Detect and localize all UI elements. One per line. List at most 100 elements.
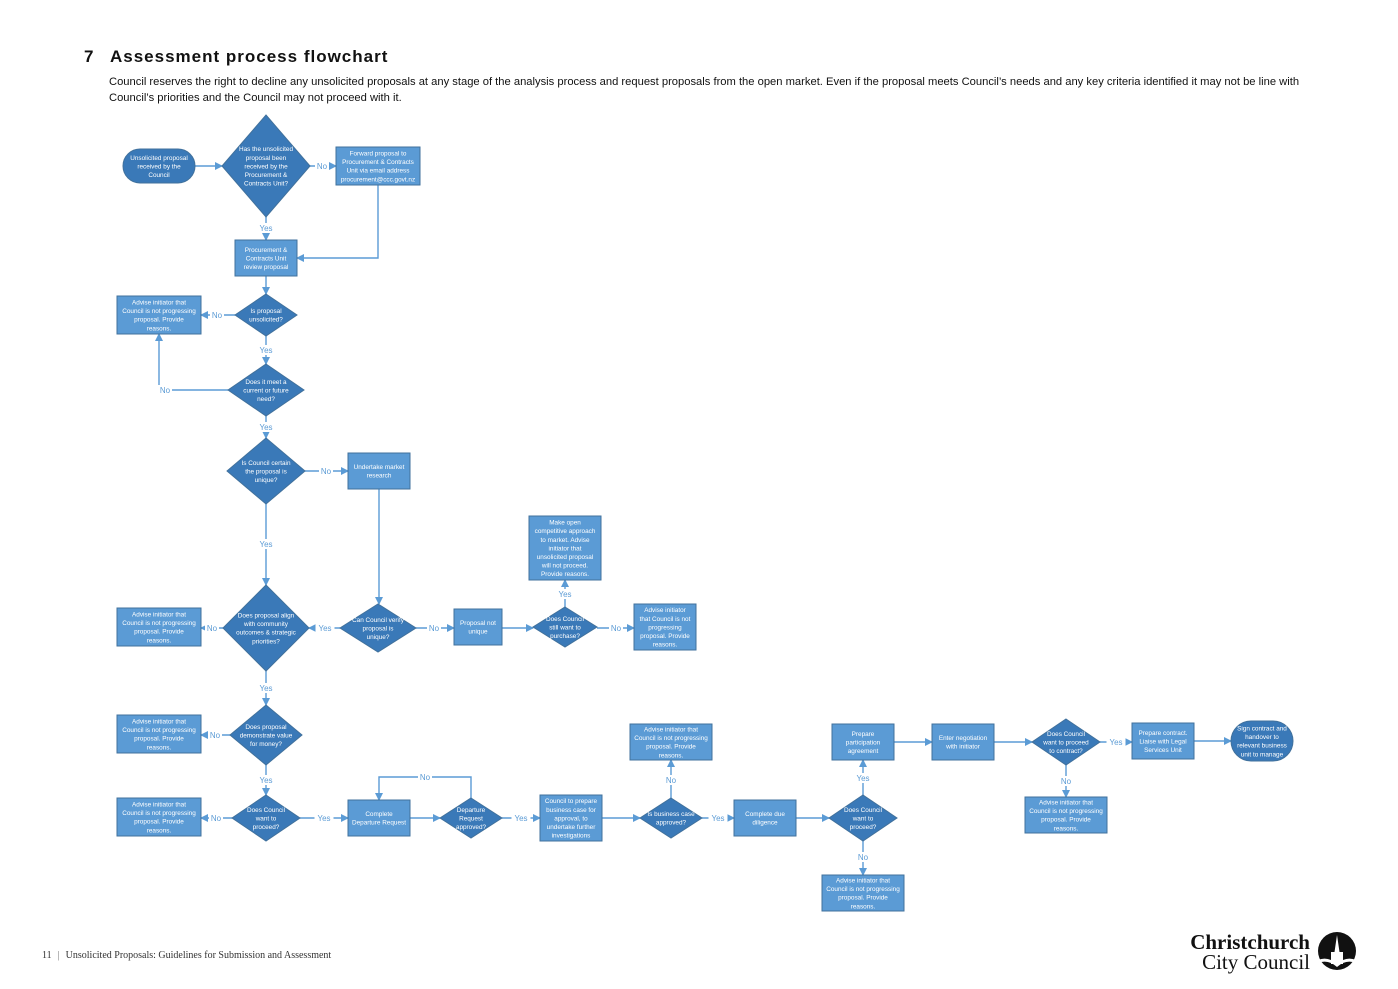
edge-label: No xyxy=(420,773,431,782)
flow-edge: No xyxy=(155,333,228,395)
edge-label: Yes xyxy=(318,624,331,633)
edge-label: No xyxy=(207,624,218,633)
edge-label: No xyxy=(1061,777,1072,786)
flow-edge: No xyxy=(1059,765,1073,798)
council-logo: Christchurch City Council xyxy=(1186,930,1366,976)
cathedral-emblem-icon xyxy=(1318,932,1356,970)
logo-line-2: City Council xyxy=(1202,950,1310,974)
flow-edge: No xyxy=(305,466,349,476)
edge-label: Yes xyxy=(259,684,272,693)
flow-edge: No xyxy=(375,772,472,801)
flow-edge: Yes xyxy=(256,416,276,439)
edge-label: No xyxy=(211,814,222,823)
edge-label: Yes xyxy=(1109,738,1122,747)
flow-edge: Yes xyxy=(1100,737,1133,747)
flow-edge: Yes xyxy=(256,504,276,586)
flow-edge: No xyxy=(200,813,232,823)
edge-label: No xyxy=(611,624,622,633)
section-number: 7 xyxy=(84,47,95,66)
edge-label: Yes xyxy=(259,776,272,785)
flow-edge: Yes xyxy=(256,336,276,365)
edge-label: Yes xyxy=(856,774,869,783)
flow-edge: Yes xyxy=(308,623,340,633)
flow-edge: No xyxy=(416,623,455,633)
flow-edge: Yes xyxy=(300,813,349,823)
flow-edge xyxy=(296,185,379,262)
edge-label: No xyxy=(210,731,221,740)
flow-edge: Yes xyxy=(256,765,276,796)
flow-edge: Yes xyxy=(853,759,873,795)
edge-label: Yes xyxy=(259,540,272,549)
edge-label: No xyxy=(321,467,332,476)
footer-separator: | xyxy=(57,950,60,961)
section-title: Assessment process flowchart xyxy=(110,47,389,66)
edge-label: Yes xyxy=(259,423,272,432)
flow-edge: No xyxy=(310,161,337,171)
flow-edge: Yes xyxy=(256,671,276,706)
flow-edge: No xyxy=(200,623,223,633)
section-heading: 7 Assessment process flowchart xyxy=(84,47,388,67)
flow-edge: No xyxy=(200,310,235,320)
edge-label: Yes xyxy=(259,224,272,233)
edge-label: No xyxy=(317,162,328,171)
intro-paragraph: Council reserves the right to decline an… xyxy=(109,76,1300,104)
edge-label: No xyxy=(212,311,223,320)
flow-edge: Yes xyxy=(555,579,575,607)
flow-edge: No xyxy=(664,759,678,798)
